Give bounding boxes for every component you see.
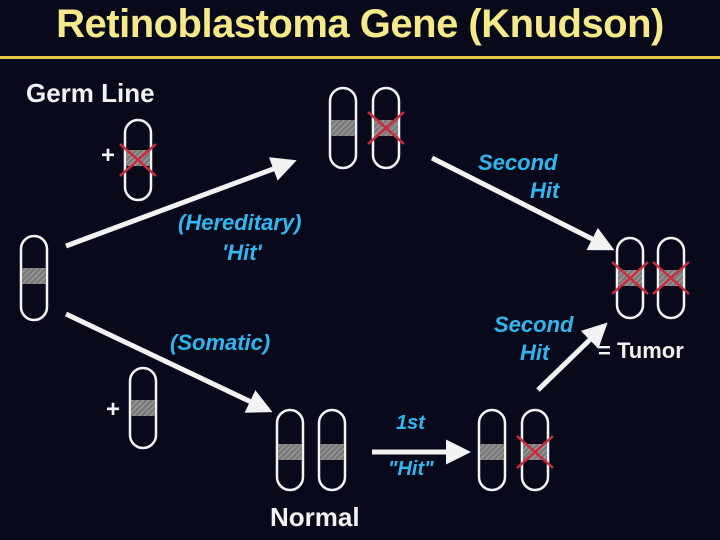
second-hit-top-label-line2: Hit [530,178,560,203]
arrow-second-hit-bottom [536,322,608,392]
arrows [64,155,615,465]
title-rule [0,56,720,59]
mutation-x-icon [119,143,157,177]
slide-title: Retinoblastoma Gene (Knudson) [56,2,664,46]
plus-sign-bottom: + [106,396,121,423]
hit-hereditary-label: 'Hit' [222,240,262,265]
second-hit-bottom-label-line2: Hit [520,340,550,365]
hit-first-label: "Hit" [388,458,434,480]
mutation-x-icon [611,261,649,295]
chromosome-initial [19,234,49,322]
tumor-label: = Tumor [598,338,684,363]
chromosome-pair-first-hit [477,408,554,492]
chromosome-pair-tumor [611,236,690,320]
second-hit-top-label-line1: Second [478,150,558,175]
mutation-x-icon [367,111,405,145]
mutation-x-icon [516,435,554,469]
arrow-second-hit-top [430,155,615,251]
plus-sign-top: + [101,142,116,169]
first-label: 1st [396,412,425,434]
chromosome-germline-mutant [119,118,157,202]
arrow-somatic [64,311,273,413]
chromosome-pair-hereditary [328,86,405,170]
hereditary-label: (Hereditary) [178,210,302,235]
second-hit-bottom-label-line1: Second [494,312,574,337]
somatic-label: (Somatic) [170,330,271,355]
arrow-hereditary [65,157,297,249]
chromosome-pair-normal [275,408,347,492]
mutation-x-icon [652,261,690,295]
germ-line-label: Germ Line [26,78,155,108]
chromosome-somatic-added [128,366,158,450]
normal-label: Normal [270,502,360,532]
